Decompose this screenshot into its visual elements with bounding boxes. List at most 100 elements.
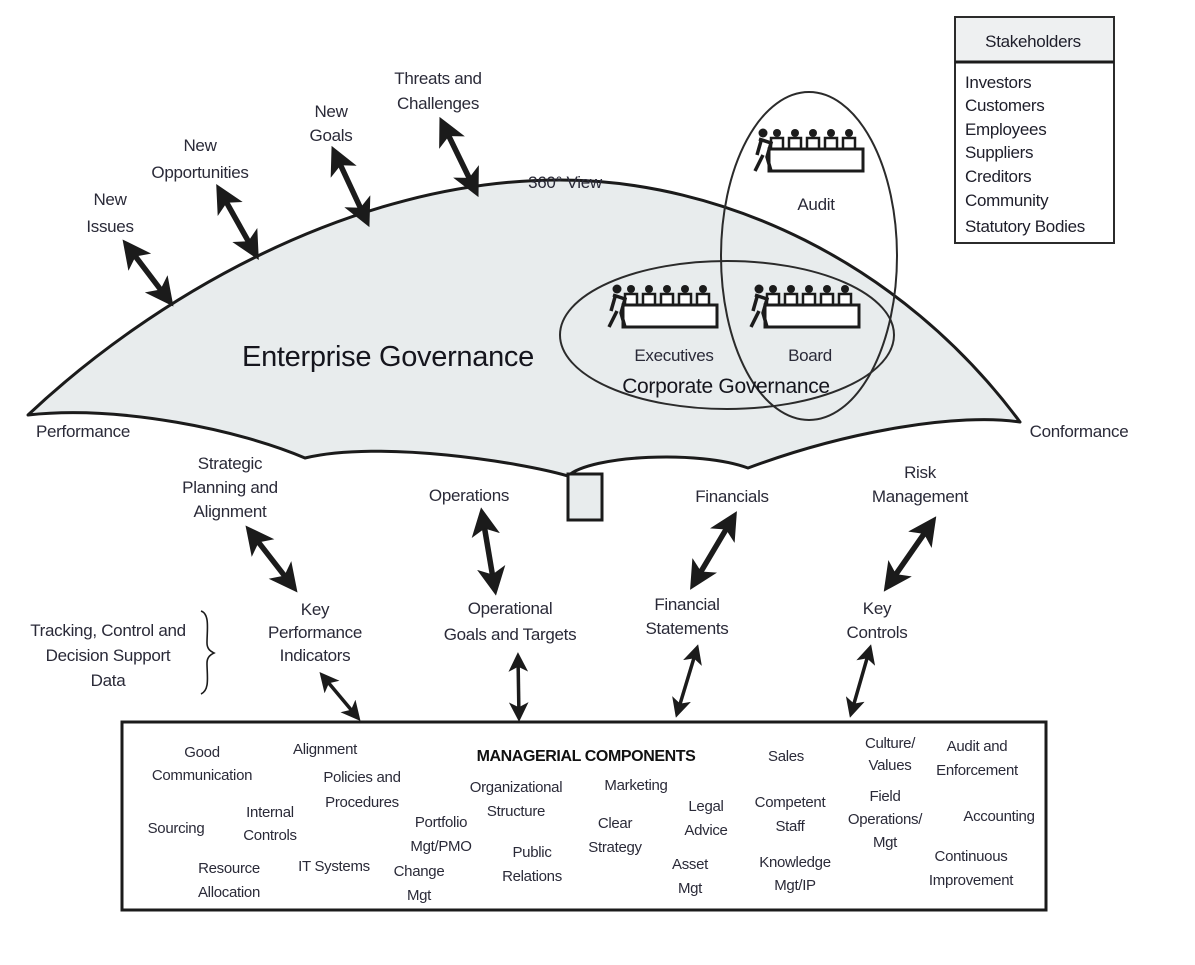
component-label: Strategy [588, 839, 642, 856]
component-label: Mgt [678, 880, 703, 897]
svg-text:Challenges: Challenges [397, 94, 479, 113]
arrow-statements-components [672, 644, 702, 718]
svg-text:Financial: Financial [654, 595, 719, 614]
component-label: Legal [688, 798, 723, 815]
audit-ellipse [720, 91, 898, 421]
conformance-label: Conformance [1030, 422, 1129, 441]
component-label: Values [869, 757, 912, 774]
stakeholders-box: Stakeholders Investors Customers Employe… [954, 16, 1115, 244]
svg-text:New: New [183, 136, 217, 155]
umbrella-handle [566, 472, 604, 522]
arrow-goals-components [508, 652, 529, 722]
component-label: Mgt [407, 887, 432, 904]
component-label: Staff [775, 818, 805, 835]
domain-financials: Financials [695, 487, 769, 506]
external-factor-new-issues: New Issues [86, 190, 134, 236]
component-label: Clear [598, 815, 633, 832]
component-alignment: Alignment [293, 741, 358, 758]
component-label: Enforcement [936, 762, 1019, 779]
managerial-components-box: MANAGERIAL COMPONENTS [120, 720, 1048, 912]
executives-label: Executives [634, 346, 713, 365]
svg-text:Performance: Performance [268, 623, 362, 642]
component-label: Internal [246, 804, 294, 821]
data-operational-goals: Operational Goals and Targets [444, 599, 577, 644]
component-label: Alignment [293, 741, 358, 758]
corporate-governance-ellipse [559, 260, 895, 410]
component-label: Mgt/PMO [410, 838, 471, 855]
data-key-controls: Key Controls [847, 599, 908, 642]
svg-text:New: New [314, 102, 348, 121]
component-label: Audit and [947, 738, 1008, 755]
component-label: Field [869, 788, 900, 805]
performance-label: Performance [36, 422, 130, 441]
component-label: Change [394, 863, 445, 880]
svg-text:Decision Support: Decision Support [46, 646, 171, 665]
stakeholder-item: Community [965, 191, 1049, 210]
component-label: Structure [487, 803, 545, 820]
arrow-new-issues [122, 239, 174, 307]
component-label: Portfolio [415, 814, 467, 831]
svg-text:Opportunities: Opportunities [151, 163, 248, 182]
board-label: Board [788, 346, 832, 365]
board-meeting-icon [749, 284, 861, 329]
arrow-risk-controls [883, 516, 937, 592]
diagram-title: Enterprise Governance [242, 341, 534, 373]
umbrella-canopy [26, 178, 1022, 478]
svg-text:Controls: Controls [847, 623, 908, 642]
corporate-governance-label: Corporate Governance [622, 375, 830, 398]
arrow-kpi-components [319, 671, 361, 722]
stakeholder-item: Statutory Bodies [965, 217, 1085, 236]
svg-text:Key: Key [301, 600, 330, 619]
data-financial-statements: Financial Statements [646, 595, 729, 638]
arrow-controls-components [845, 644, 876, 718]
stakeholder-item: Creditors [965, 167, 1031, 186]
domain-strategic-planning: Strategic Planning and Alignment [182, 454, 278, 521]
component-label: Policies and [323, 769, 400, 786]
component-label: IT Systems [298, 858, 370, 875]
component-label: Mgt [873, 834, 898, 851]
component-accounting: Accounting [963, 808, 1035, 825]
component-sales: Sales [768, 748, 804, 765]
component-marketing: Marketing [604, 777, 667, 794]
view-label: 360° View [528, 173, 603, 192]
svg-text:Issues: Issues [86, 217, 133, 236]
component-culture-values: Culture/Values [865, 735, 917, 774]
audit-label: Audit [797, 195, 835, 214]
component-label: Mgt/IP [774, 877, 816, 894]
component-label: Improvement [929, 872, 1014, 889]
component-label: Competent [755, 794, 827, 811]
arrow-strategic-kpi [245, 525, 298, 593]
svg-text:Indicators: Indicators [280, 646, 351, 665]
component-label: Advice [684, 822, 727, 839]
stakeholder-item: Customers [965, 96, 1045, 115]
svg-text:Key: Key [863, 599, 892, 618]
svg-text:Threats and: Threats and [394, 69, 481, 88]
svg-text:Data: Data [91, 671, 127, 690]
arrow-financials-statements [690, 511, 737, 590]
external-factor-new-goals: New Goals [310, 102, 353, 145]
svg-text:Strategic: Strategic [198, 454, 263, 473]
svg-text:Management: Management [872, 487, 969, 506]
arrow-threats-challenges [439, 116, 479, 198]
component-it-systems: IT Systems [298, 858, 370, 875]
component-label: Asset [672, 856, 709, 873]
audit-meeting-icon [753, 128, 865, 173]
svg-text:Statements: Statements [646, 619, 729, 638]
svg-text:Goals and Targets: Goals and Targets [444, 625, 577, 644]
brace-icon [200, 610, 216, 695]
svg-text:Alignment: Alignment [194, 502, 267, 521]
